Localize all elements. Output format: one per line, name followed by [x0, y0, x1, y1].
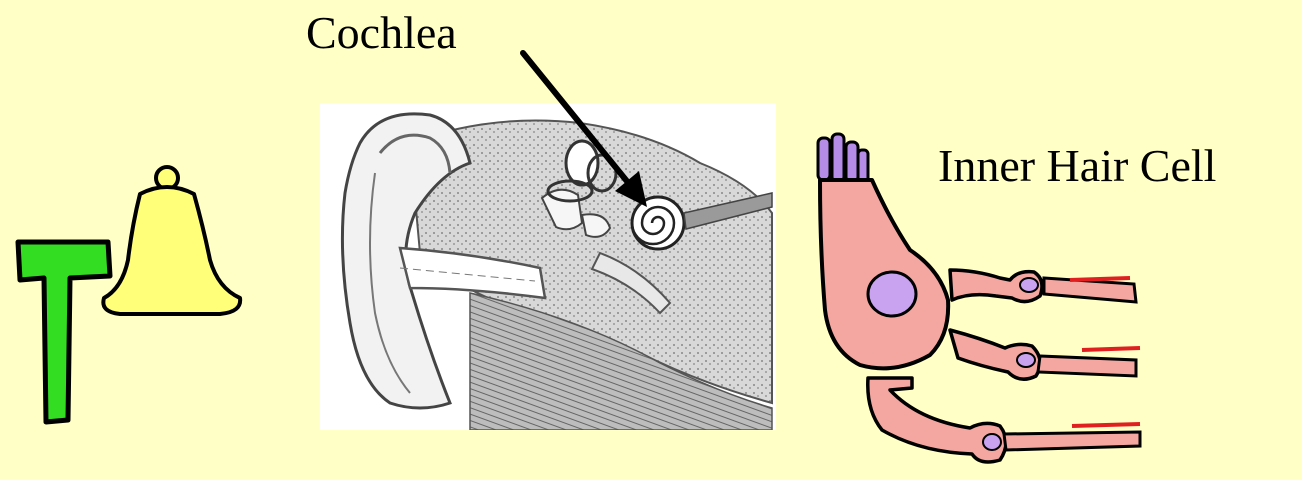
hair-cell-illustration: [800, 120, 1160, 480]
arrow-icon: [515, 45, 665, 215]
bell-icon: [100, 160, 250, 330]
cochlea-label: Cochlea: [306, 10, 457, 56]
